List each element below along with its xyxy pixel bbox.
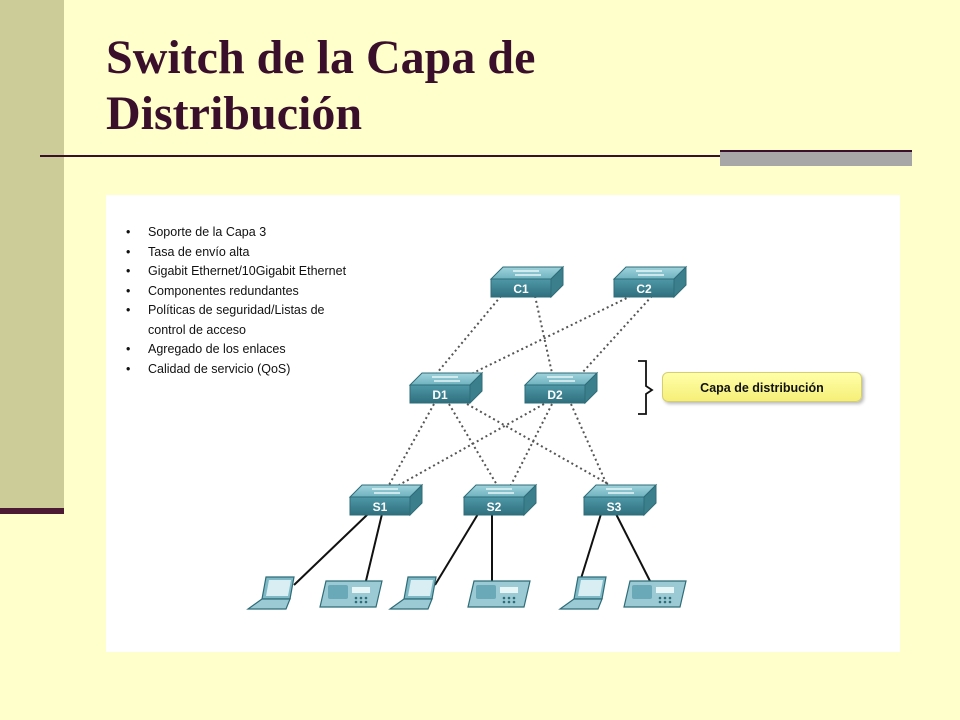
switch-s3: S3 [582, 483, 658, 517]
feature-item: Calidad de servicio (QoS) [122, 360, 346, 380]
switch-label-c1: C1 [513, 282, 529, 296]
link-d1-s3 [466, 403, 611, 486]
laptop-icon [388, 576, 437, 610]
link-d2-s1 [398, 403, 545, 486]
switch-s2: S2 [462, 483, 538, 517]
sidebar-accent-bar [0, 508, 64, 514]
network-diagram: C1 C2 D1 D2 [246, 265, 688, 610]
switch-label-c2: C2 [636, 282, 652, 296]
link-d1-s1 [388, 403, 435, 486]
link-c2-d1 [472, 295, 632, 374]
laptop-icon [558, 576, 607, 610]
laptop-icon [246, 576, 295, 610]
title-underline [40, 155, 912, 157]
title-line-2: Distribución [106, 87, 363, 140]
feature-item: Gigabit Ethernet/10Gigabit Ethernet [122, 262, 346, 282]
switch-label-d2: D2 [547, 388, 563, 402]
link-c1-d1 [436, 295, 502, 374]
feature-item-continuation: control de acceso [148, 322, 246, 337]
feature-item: Políticas de seguridad/Listas de [122, 301, 346, 321]
network-diagram-figure: C1 C2 D1 D2 [106, 195, 900, 652]
switch-label-s2: S2 [487, 500, 502, 514]
ip-phone-icon [467, 580, 531, 608]
title-line-1: Switch de la Capa de [106, 31, 536, 84]
feature-item: Agregado de los enlaces [122, 340, 346, 360]
title-underline-accent [720, 150, 912, 166]
link-s3-laptop [578, 513, 602, 586]
link-c2-d2 [581, 295, 653, 374]
link-c1-d2 [534, 295, 553, 374]
distribution-layer-bracket [638, 360, 654, 415]
switch-c2: C2 [612, 265, 688, 299]
slide-sidebar [0, 0, 64, 508]
ip-phone-icon [319, 580, 383, 608]
feature-item: Componentes redundantes [122, 282, 346, 302]
switch-d1: D1 [408, 371, 484, 405]
link-s1-phone [364, 513, 383, 586]
slide-title: Switch de la Capa de Distribución [106, 30, 826, 142]
switch-label-s1: S1 [373, 500, 388, 514]
ip-phone-icon [623, 580, 687, 608]
distribution-layer-callout: Capa de distribución [662, 372, 862, 402]
end-devices [246, 576, 687, 610]
link-s1-laptop [293, 513, 369, 586]
switch-d2: D2 [523, 371, 599, 405]
redundant-links [388, 295, 653, 486]
link-s2-laptop [434, 513, 479, 586]
link-d2-s2 [510, 403, 553, 486]
switch-label-s3: S3 [607, 500, 622, 514]
feature-item: Soporte de la Capa 3 [122, 223, 346, 243]
access-links [293, 513, 653, 586]
switches: C1 C2 D1 D2 [348, 265, 688, 517]
feature-list: Soporte de la Capa 3 Tasa de envío alta … [122, 223, 346, 379]
switch-c1: C1 [489, 265, 565, 299]
feature-item: Tasa de envío alta [122, 243, 346, 263]
switch-s1: S1 [348, 483, 424, 517]
link-d1-s2 [448, 403, 498, 486]
link-s3-phone [615, 513, 653, 586]
switch-label-d1: D1 [432, 388, 448, 402]
